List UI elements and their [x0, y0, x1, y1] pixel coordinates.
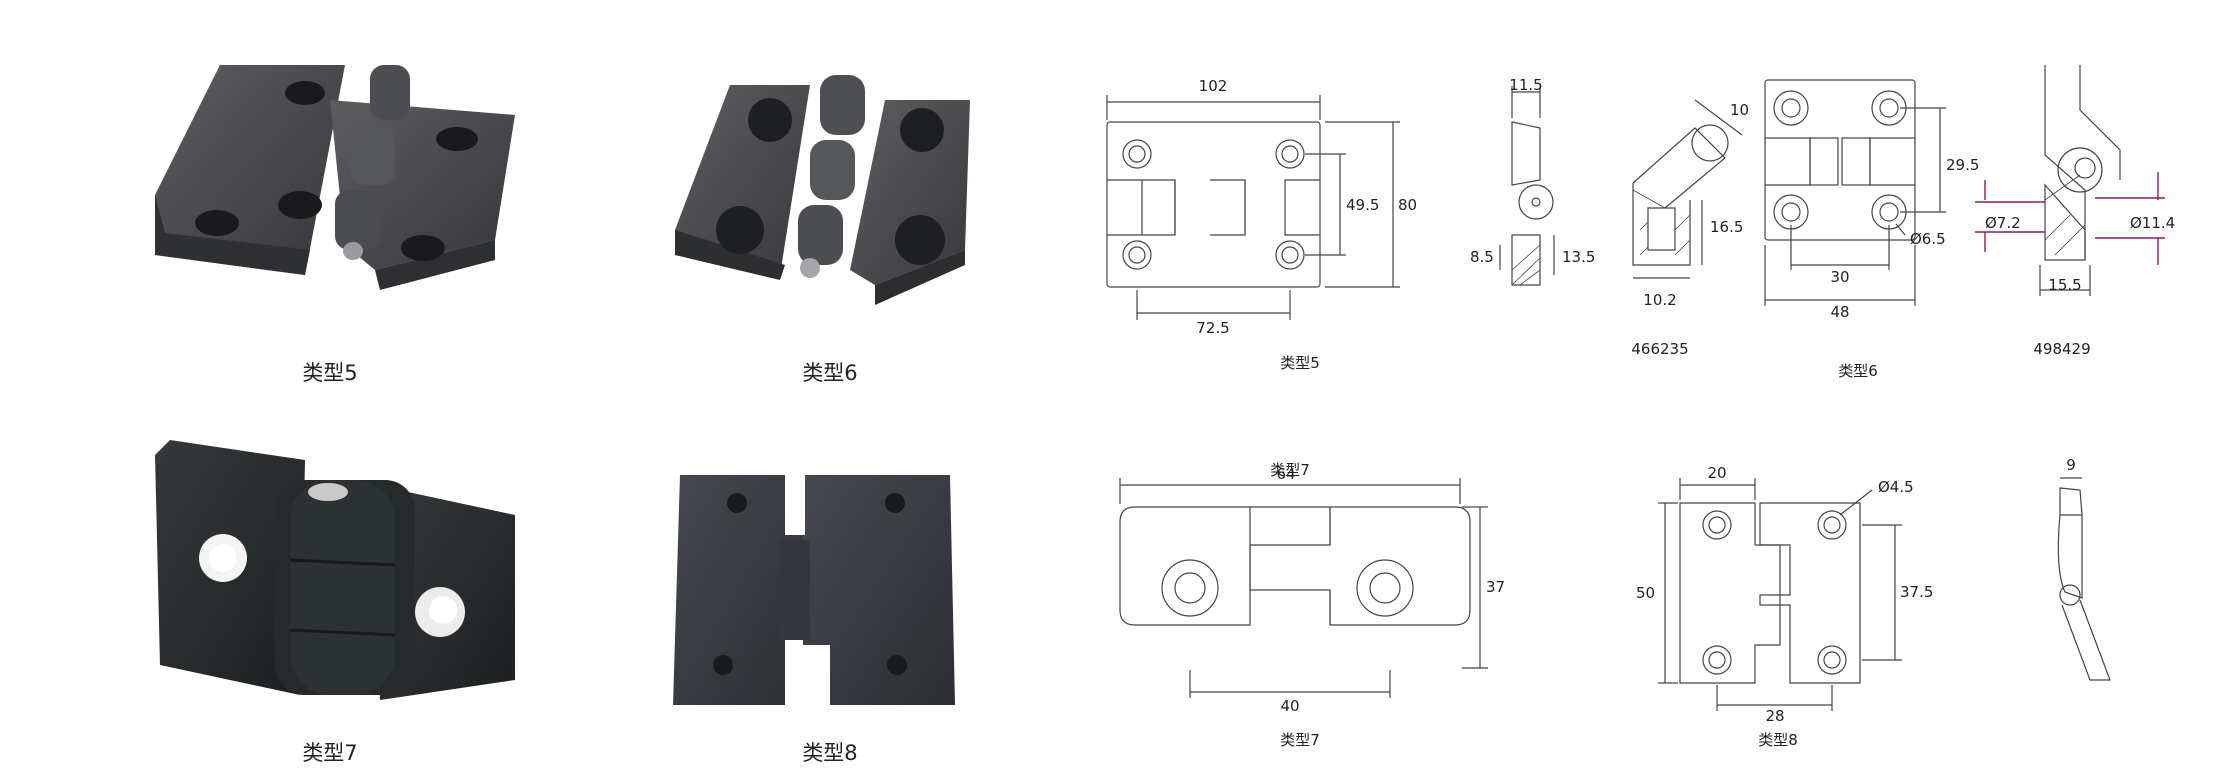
drawing-caption-type8: 类型8	[1758, 731, 1798, 749]
type5-side-view	[1499, 86, 1555, 286]
type8-side-dim-thickness: 9	[2066, 456, 2076, 474]
hinge-type6-photo	[675, 75, 970, 305]
type5-side-dim-thickness: 11.5	[1509, 76, 1542, 94]
type8-dim-hole-spacing-v: 37.5	[1900, 583, 1933, 601]
photo-caption-type7: 类型7	[302, 741, 358, 765]
type7-front-view	[1119, 478, 1488, 698]
part-466235-view	[1632, 99, 1743, 279]
p498429-dim-d-large: Ø11.4	[2130, 214, 2175, 232]
type5-front-view	[1106, 95, 1400, 320]
photo-caption-type6: 类型6	[802, 361, 858, 385]
hinge-type5-photo	[155, 65, 515, 290]
type8-dim-top: 20	[1707, 464, 1726, 482]
drawing-caption-466235: 466235	[1631, 340, 1689, 358]
type7-dim-height: 37	[1486, 578, 1505, 596]
type6-dim-hole-spacing-h: 30	[1830, 268, 1849, 286]
drawing-caption-type7: 类型7	[1280, 731, 1320, 749]
type6-dim-hole-spacing-v: 29.5	[1946, 156, 1979, 174]
type8-dim-hole-dia: Ø4.5	[1878, 478, 1914, 496]
photo-caption-type8: 类型8	[802, 741, 858, 765]
p466235-dim-bottom: 10.2	[1643, 291, 1676, 309]
part-498429-view	[2039, 65, 2121, 296]
p466235-dim-height: 16.5	[1710, 218, 1743, 236]
type8-side-view	[2057, 477, 2111, 681]
type5-dim-hole-spacing-v: 49.5	[1346, 196, 1379, 214]
type7-title: 类型7	[1270, 461, 1310, 479]
type8-front-view	[1658, 478, 1902, 711]
part-498429-dimension-markers	[1975, 172, 2165, 265]
p498429-dim-d-small: Ø7.2	[1985, 214, 2021, 232]
type6-front-view	[1764, 79, 1946, 306]
hinge-type8-photo	[673, 475, 955, 705]
type5-side-dim-d1: 8.5	[1470, 248, 1494, 266]
type5-dim-hole-spacing-h: 72.5	[1196, 319, 1229, 337]
drawing-caption-498429: 498429	[2033, 340, 2091, 358]
type7-dim-bottom: 40	[1280, 697, 1299, 715]
photo-caption-type5: 类型5	[302, 361, 358, 385]
p466235-dim-top: 10	[1730, 101, 1749, 119]
type8-dim-bottom: 28	[1765, 707, 1784, 725]
type6-dim-hole-dia: Ø6.5	[1910, 230, 1946, 248]
drawing-caption-type5: 类型5	[1280, 354, 1320, 372]
type5-dim-height: 80	[1398, 196, 1417, 214]
drawing-caption-type6: 类型6	[1838, 362, 1878, 380]
type7-dim-width-label: 64	[1276, 465, 1295, 483]
type5-side-dim-d2: 13.5	[1562, 248, 1595, 266]
type5-dim-width: 102	[1199, 77, 1228, 95]
p498429-dim-width: 15.5	[2048, 276, 2081, 294]
type6-dim-width: 48	[1830, 303, 1849, 321]
hinge-type7-photo	[155, 440, 515, 700]
type8-dim-height: 50	[1636, 584, 1655, 602]
